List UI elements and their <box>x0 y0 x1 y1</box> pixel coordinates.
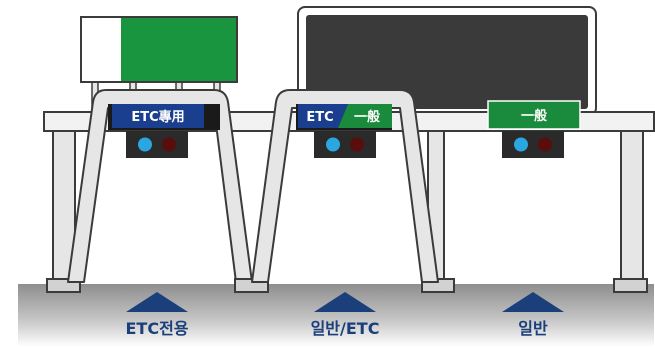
lane-arrow-3 <box>502 292 564 312</box>
canopy-frame-1 <box>67 89 269 293</box>
signal-blue-light-2 <box>326 137 340 152</box>
lane-signal-1 <box>126 131 188 158</box>
signal-red-light-1 <box>162 137 176 152</box>
board-screen <box>306 15 588 109</box>
lane-arrow-1 <box>126 292 188 312</box>
lane-sign-general: 一般 <box>487 100 581 130</box>
road-surface <box>18 284 654 347</box>
lane-sign-mixed-left-text: ETC <box>306 110 333 125</box>
lane-sign-mixed: ETC 一般 <box>296 104 392 130</box>
lane-sign-mixed-left-panel <box>298 104 348 128</box>
variable-message-board <box>297 6 597 121</box>
signal-blue-light-1 <box>138 137 152 152</box>
lane-label-mixed: 일반/ETC <box>311 319 380 338</box>
signal-red-light-2 <box>350 137 364 152</box>
lane-sign-general-panel <box>487 100 581 130</box>
lane-sign-etc-only-panel <box>112 104 204 128</box>
lane-sign-mixed-right-text: 一般 <box>354 109 380 125</box>
lane-arrow-2 <box>314 292 376 312</box>
lane-sign-mixed-right-panel <box>338 104 392 128</box>
lane-label-etc-only: ETC전용 <box>125 319 188 338</box>
lane-signal-2 <box>314 131 376 158</box>
left-sign-green-panel <box>121 18 236 81</box>
lane-sign-etc-only: ETC專用 <box>108 104 220 130</box>
lane-label-general: 일반 <box>518 319 548 338</box>
signal-red-light-3 <box>538 137 552 152</box>
lane-sign-general-text: 一般 <box>521 108 547 124</box>
lane-signal-3 <box>502 131 564 158</box>
left-info-sign <box>80 16 238 111</box>
signal-blue-light-3 <box>514 137 528 152</box>
canopy-frame-2 <box>251 89 439 283</box>
lane-sign-etc-only-text: ETC專用 <box>131 109 184 125</box>
